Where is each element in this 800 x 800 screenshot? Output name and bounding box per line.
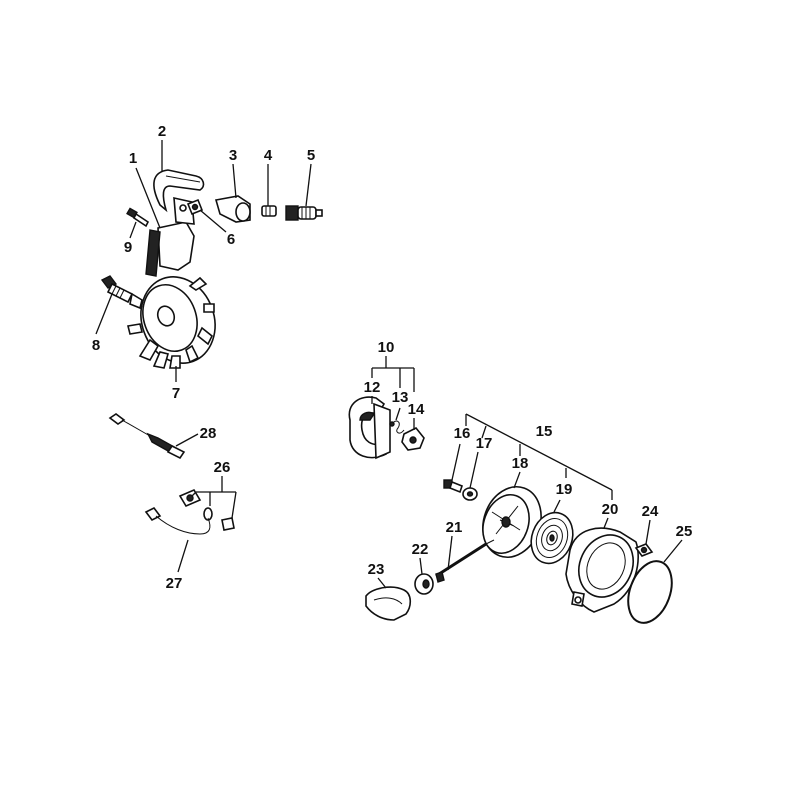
label-part-3: 3 <box>229 147 237 164</box>
label-part-19: 19 <box>556 481 573 498</box>
label-part-16: 16 <box>454 425 471 442</box>
label-part-10: 10 <box>378 339 395 356</box>
plug-cap-part <box>214 195 251 223</box>
terminal-nut-part <box>261 205 277 217</box>
label-part-22: 22 <box>412 541 429 558</box>
clutch-nut-part <box>401 426 425 451</box>
clip-part <box>186 198 204 216</box>
washer-part <box>462 487 478 501</box>
recoil-spring-part <box>530 511 574 565</box>
clutch-spring-part <box>389 420 405 434</box>
ignition-coil-part <box>145 196 195 277</box>
leader-lines <box>95 140 683 589</box>
starter-bolt-part <box>443 479 463 494</box>
starter-housing-part <box>565 527 639 613</box>
label-part-1: 1 <box>129 150 137 167</box>
part-number-labels: 1 2 3 4 5 6 7 8 9 10 12 13 14 15 16 17 1… <box>92 123 693 592</box>
label-part-7: 7 <box>172 385 180 402</box>
clutch-shoe-part <box>348 396 391 460</box>
label-part-15: 15 <box>536 423 553 440</box>
high-tension-lead-part <box>153 169 205 213</box>
label-part-27: 27 <box>166 575 183 592</box>
label-part-21: 21 <box>446 519 463 536</box>
housing-screw-part <box>634 543 654 557</box>
label-part-18: 18 <box>512 455 529 472</box>
rope-guide-part <box>414 573 434 595</box>
switch-part <box>178 488 235 531</box>
stop-switch-wire-part <box>144 506 211 535</box>
starter-rope-part <box>435 539 495 583</box>
flywheel-bolt-part <box>100 275 134 304</box>
spark-plug-part <box>285 205 323 221</box>
label-part-14: 14 <box>408 401 425 418</box>
starter-pulley-part <box>482 486 542 558</box>
label-part-24: 24 <box>642 503 659 520</box>
label-part-2: 2 <box>158 123 166 140</box>
flywheel-part <box>127 276 216 369</box>
coil-bolt-part <box>126 207 150 228</box>
label-part-23: 23 <box>368 561 385 578</box>
label-part-26: 26 <box>214 459 231 476</box>
starter-handle-part <box>365 586 412 621</box>
label-part-13: 13 <box>392 389 409 406</box>
label-part-4: 4 <box>264 147 273 164</box>
label-part-25: 25 <box>676 523 693 540</box>
gasket-ring-part <box>627 560 673 624</box>
label-part-17: 17 <box>476 435 493 452</box>
label-part-5: 5 <box>307 147 315 164</box>
label-part-6: 6 <box>227 231 235 248</box>
label-part-28: 28 <box>200 425 217 442</box>
label-part-12: 12 <box>364 379 381 396</box>
label-part-9: 9 <box>124 239 132 256</box>
label-part-8: 8 <box>92 337 100 354</box>
ground-wire-part <box>108 413 186 460</box>
label-part-20: 20 <box>602 501 619 518</box>
